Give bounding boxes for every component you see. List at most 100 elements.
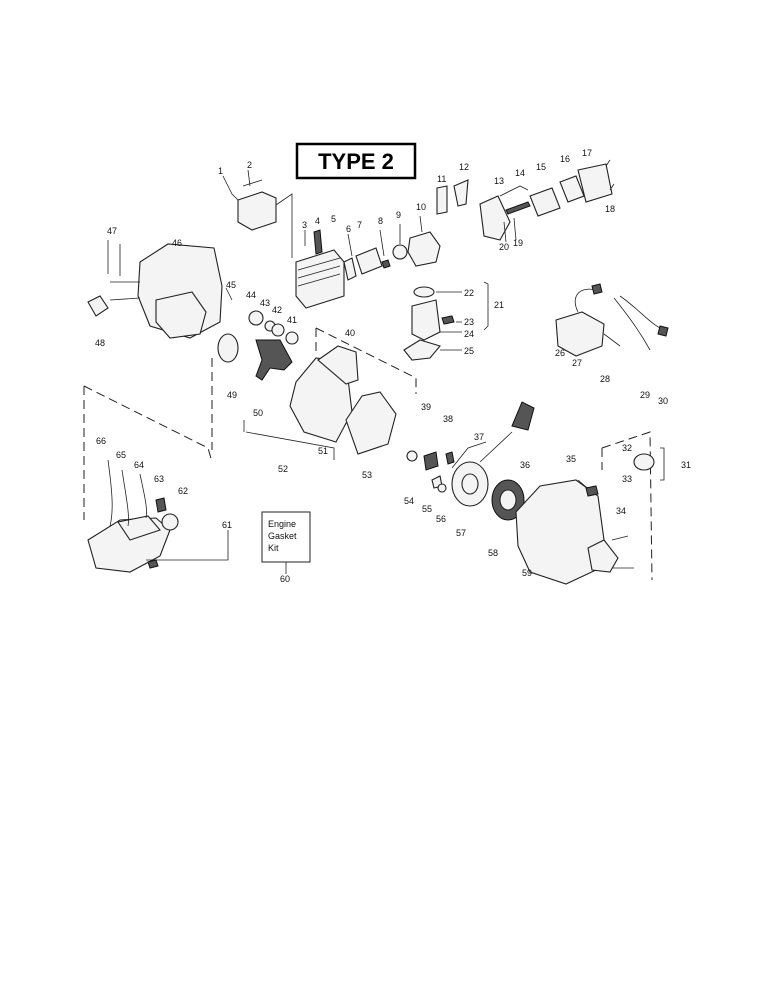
part-17-cover bbox=[577, 163, 613, 203]
label-45: 45 bbox=[226, 280, 236, 290]
label-64: 64 bbox=[134, 460, 144, 470]
crankcase-group bbox=[243, 327, 417, 460]
part-6 bbox=[343, 257, 357, 281]
part-38 bbox=[445, 451, 455, 465]
label-19: 19 bbox=[513, 238, 523, 248]
label-33: 33 bbox=[622, 474, 632, 484]
label-5: 5 bbox=[331, 214, 336, 224]
label-56: 56 bbox=[436, 514, 446, 524]
part-23 bbox=[441, 315, 455, 325]
starter-group bbox=[406, 401, 535, 521]
diagram-title: TYPE 2 bbox=[318, 149, 394, 174]
label-41: 41 bbox=[287, 315, 297, 325]
part-56 bbox=[437, 483, 447, 493]
part-8 bbox=[381, 259, 391, 269]
label-29: 29 bbox=[640, 390, 650, 400]
part-12 bbox=[453, 179, 469, 207]
kit-line-3: Kit bbox=[268, 543, 279, 553]
part-11 bbox=[436, 185, 448, 215]
label-66: 66 bbox=[96, 436, 106, 446]
part-62-cap bbox=[161, 513, 179, 531]
label-52: 52 bbox=[278, 464, 288, 474]
kit-line-2: Gasket bbox=[268, 531, 297, 541]
label-24: 24 bbox=[464, 329, 474, 339]
label-20: 20 bbox=[499, 242, 509, 252]
part-49-ring bbox=[217, 333, 239, 363]
label-44: 44 bbox=[246, 290, 256, 300]
label-57: 57 bbox=[456, 528, 466, 538]
label-32: 32 bbox=[622, 443, 632, 453]
part-22-ring bbox=[413, 286, 435, 298]
label-34: 34 bbox=[616, 506, 626, 516]
part-15 bbox=[529, 187, 561, 217]
label-47: 47 bbox=[107, 226, 117, 236]
label-26: 26 bbox=[555, 348, 565, 358]
part-9 bbox=[392, 244, 408, 260]
label-28: 28 bbox=[600, 374, 610, 384]
part-1-cover bbox=[237, 191, 277, 231]
label-51: 51 bbox=[318, 446, 328, 456]
label-58: 58 bbox=[488, 548, 498, 558]
label-25: 25 bbox=[464, 346, 474, 356]
housing-group bbox=[87, 240, 299, 381]
label-49: 49 bbox=[227, 390, 237, 400]
part-39 bbox=[423, 451, 439, 471]
label-23: 23 bbox=[464, 317, 474, 327]
part-44 bbox=[248, 310, 264, 326]
label-1: 1 bbox=[218, 166, 223, 176]
cylinder-group bbox=[222, 169, 441, 309]
label-40: 40 bbox=[345, 328, 355, 338]
label-55: 55 bbox=[422, 504, 432, 514]
engine-gasket-kit: Engine Gasket Kit 60 bbox=[261, 511, 311, 584]
label-17: 17 bbox=[582, 148, 592, 158]
part-41 bbox=[285, 331, 299, 345]
label-14: 14 bbox=[515, 168, 525, 178]
label-12: 12 bbox=[459, 162, 469, 172]
part-7 bbox=[355, 247, 383, 275]
dashed-frame-left bbox=[83, 358, 213, 463]
label-3: 3 bbox=[302, 220, 307, 230]
label-16: 16 bbox=[560, 154, 570, 164]
title-box: TYPE 2 bbox=[295, 142, 417, 180]
starter-housing-group bbox=[515, 431, 665, 585]
ignition-group bbox=[555, 283, 669, 357]
label-22: 22 bbox=[464, 288, 474, 298]
label-31: 31 bbox=[681, 460, 691, 470]
part-10-carburetor bbox=[407, 231, 441, 267]
part-50-crankshaft bbox=[255, 339, 293, 381]
part-42 bbox=[271, 323, 285, 337]
label-4: 4 bbox=[315, 216, 320, 226]
label-48: 48 bbox=[95, 338, 105, 348]
part-33 bbox=[633, 453, 655, 471]
part-25-gasket bbox=[403, 339, 441, 361]
part-40 bbox=[317, 345, 359, 385]
label-65: 65 bbox=[116, 450, 126, 460]
label-35: 35 bbox=[566, 454, 576, 464]
label-62: 62 bbox=[178, 486, 188, 496]
part-4-spark-plug bbox=[313, 229, 323, 255]
label-2: 2 bbox=[247, 160, 252, 170]
label-54: 54 bbox=[404, 496, 414, 506]
kit-line-1: Engine bbox=[268, 519, 296, 529]
label-43: 43 bbox=[260, 298, 270, 308]
label-38: 38 bbox=[443, 414, 453, 424]
label-36: 36 bbox=[520, 460, 530, 470]
part-54 bbox=[406, 450, 418, 462]
label-7: 7 bbox=[357, 220, 362, 230]
label-30: 30 bbox=[658, 396, 668, 406]
piston-group bbox=[403, 281, 489, 361]
label-42: 42 bbox=[272, 305, 282, 315]
fuel-tank-group bbox=[87, 459, 229, 573]
part-35 bbox=[585, 485, 599, 497]
label-27: 27 bbox=[572, 358, 582, 368]
housing-inner bbox=[155, 291, 207, 339]
label-39: 39 bbox=[421, 402, 431, 412]
label-63: 63 bbox=[154, 474, 164, 484]
label-50: 50 bbox=[253, 408, 263, 418]
label-53: 53 bbox=[362, 470, 372, 480]
part-24-piston bbox=[411, 299, 441, 341]
label-6: 6 bbox=[346, 224, 351, 234]
label-59: 59 bbox=[522, 568, 532, 578]
label-9: 9 bbox=[396, 210, 401, 220]
